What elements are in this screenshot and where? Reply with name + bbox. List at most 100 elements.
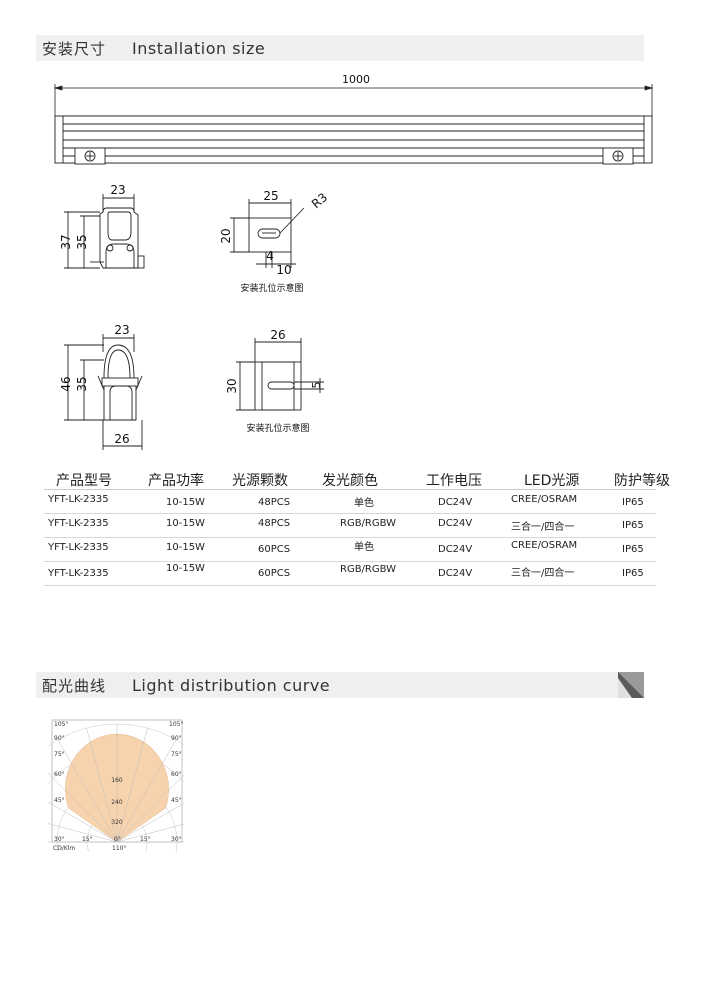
light-title-zh: 配光曲线 [42, 676, 107, 695]
plate-slot: 5 [310, 382, 323, 389]
hole-radius: R3 [309, 190, 330, 211]
bracket-1-inner-height: 35 [75, 234, 89, 249]
angle-label-right: 105° [169, 721, 183, 728]
length-label: 1000 [342, 73, 370, 86]
angle-label-left: 30° [54, 836, 65, 843]
hole-width: 25 [263, 189, 278, 203]
angle-label-left: 75° [54, 751, 65, 758]
installation-drawing: 1000 23 37 35 [53, 73, 654, 450]
angle-label-left: 60° [54, 771, 65, 778]
cell-led-count: 60PCS [258, 568, 291, 579]
cell-power: 10-15W [166, 518, 205, 529]
bracket-2-drawing [64, 334, 143, 450]
light-title-en: Light distribution curve [132, 675, 331, 695]
cell-color: RGB/RGBW [340, 518, 397, 529]
installation-title-en: Installation size [132, 38, 266, 58]
cell-led-source: 三合一/四合一 [511, 568, 575, 579]
cell-led-source: CREE/OSRAM [511, 540, 578, 551]
bracket-1-drawing [64, 194, 145, 269]
bottom-angle-label: 15° [140, 836, 151, 843]
table-row: YFT-LK-2335 10-15W 48PCS RGB/RGBW DC24V … [44, 514, 656, 538]
polar-distribution-chart: 105° 90° 75° 60° 45° 30° 105° 90° 75° 60… [48, 719, 184, 852]
polar-spoke [86, 727, 118, 843]
header-power: 产品功率 [148, 472, 204, 489]
polar-spoke [48, 772, 118, 843]
corner-logo-icon [618, 672, 644, 698]
mounting-plate-drawing [236, 338, 324, 411]
ring-label: 160 [111, 777, 123, 784]
cell-color: 单色 [354, 542, 374, 553]
cell-protection: IP65 [622, 520, 644, 531]
bottom-angle-label: 0° [114, 836, 121, 843]
table-row: YFT-LK-2335 10-15W 60PCS 单色 DC24V CREE/O… [44, 538, 656, 562]
bracket-1-outer-height: 37 [59, 234, 73, 249]
hole-offset-a: 4 [266, 249, 274, 263]
polar-beam-angle: 110° [112, 845, 126, 852]
header-voltage: 工作电压 [426, 472, 482, 489]
polar-unit: CD/Klm [53, 845, 75, 852]
cell-led-count: 48PCS [258, 518, 291, 529]
polar-spoke [48, 801, 118, 843]
cell-power: 10-15W [166, 497, 205, 508]
header-color: 发光颜色 [322, 472, 378, 489]
angle-label-right: 45° [171, 797, 182, 804]
bracket-2-bottom-width: 26 [114, 432, 129, 446]
polar-spoke [116, 803, 184, 843]
bracket-2-inner-height: 35 [75, 376, 89, 391]
angle-label-left: 45° [54, 797, 65, 804]
header-led-source: LED光源 [524, 472, 580, 489]
plate-height: 30 [225, 378, 239, 393]
hole-height: 20 [219, 228, 233, 243]
cell-led-source: 三合一/四合一 [511, 522, 575, 533]
cell-model: YFT-LK-2335 [48, 542, 109, 553]
cell-color: 单色 [354, 498, 374, 509]
polar-spoke [116, 727, 148, 843]
table-row: YFT-LK-2335 10-15W 60PCS RGB/RGBW DC24V … [44, 562, 656, 586]
ring-label: 320 [111, 819, 123, 826]
cell-model: YFT-LK-2335 [48, 518, 109, 529]
plate-width: 26 [270, 328, 285, 342]
bracket-2-outer-height: 46 [59, 376, 73, 391]
cell-voltage: DC24V [438, 568, 473, 579]
length-dimension [53, 84, 654, 118]
cell-protection: IP65 [622, 544, 644, 555]
header-led-count: 光源颗数 [232, 472, 288, 489]
angle-label-right: 60° [171, 771, 182, 778]
angle-label-right: 75° [171, 751, 182, 758]
cell-led-count: 48PCS [258, 497, 291, 508]
bottom-angle-label: 15° [82, 836, 93, 843]
polar-spoke [116, 739, 177, 843]
mounting-hole-drawing [230, 199, 305, 268]
polar-spoke [57, 739, 118, 843]
angle-label-right: 90° [171, 735, 182, 742]
header-model: 产品型号 [56, 472, 112, 489]
ring-label: 240 [111, 799, 123, 806]
cell-protection: IP65 [622, 568, 644, 579]
hole-offset-b: 10 [276, 263, 291, 277]
bracket-1-width: 23 [110, 183, 125, 197]
cell-power: 10-15W [166, 542, 205, 553]
cell-led-source: CREE/OSRAM [511, 494, 578, 505]
header-protection: 防护等级 [614, 472, 670, 489]
cell-voltage: DC24V [438, 544, 473, 555]
angle-label-left: 90° [54, 735, 65, 742]
light-distribution-header: 配光曲线 Light distribution curve [36, 672, 644, 698]
spec-table-header: 产品型号 产品功率 光源颗数 发光颜色 工作电压 LED光源 防护等级 [44, 470, 670, 490]
cell-voltage: DC24V [438, 497, 473, 508]
spec-table: 产品型号 产品功率 光源颗数 发光颜色 工作电压 LED光源 防护等级 YFT-… [44, 470, 670, 586]
hole-caption: 安装孔位示意图 [240, 282, 303, 294]
installation-title-zh: 安装尺寸 [42, 39, 107, 58]
cell-voltage: DC24V [438, 518, 473, 529]
angle-label-left: 105° [54, 721, 68, 728]
table-row: YFT-LK-2335 10-15W 48PCS 单色 DC24V CREE/O… [44, 490, 656, 514]
polar-spoke [116, 774, 184, 843]
polar-spoke [116, 823, 184, 843]
cell-model: YFT-LK-2335 [48, 494, 109, 505]
polar-spoke [48, 823, 118, 843]
cell-power: 10-15W [166, 563, 205, 574]
bracket-2-top-width: 23 [114, 323, 129, 337]
angle-label-right: 30° [171, 836, 182, 843]
plate-caption: 安装孔位示意图 [246, 422, 309, 434]
cell-protection: IP65 [622, 497, 644, 508]
light-bar-profile [54, 115, 653, 165]
